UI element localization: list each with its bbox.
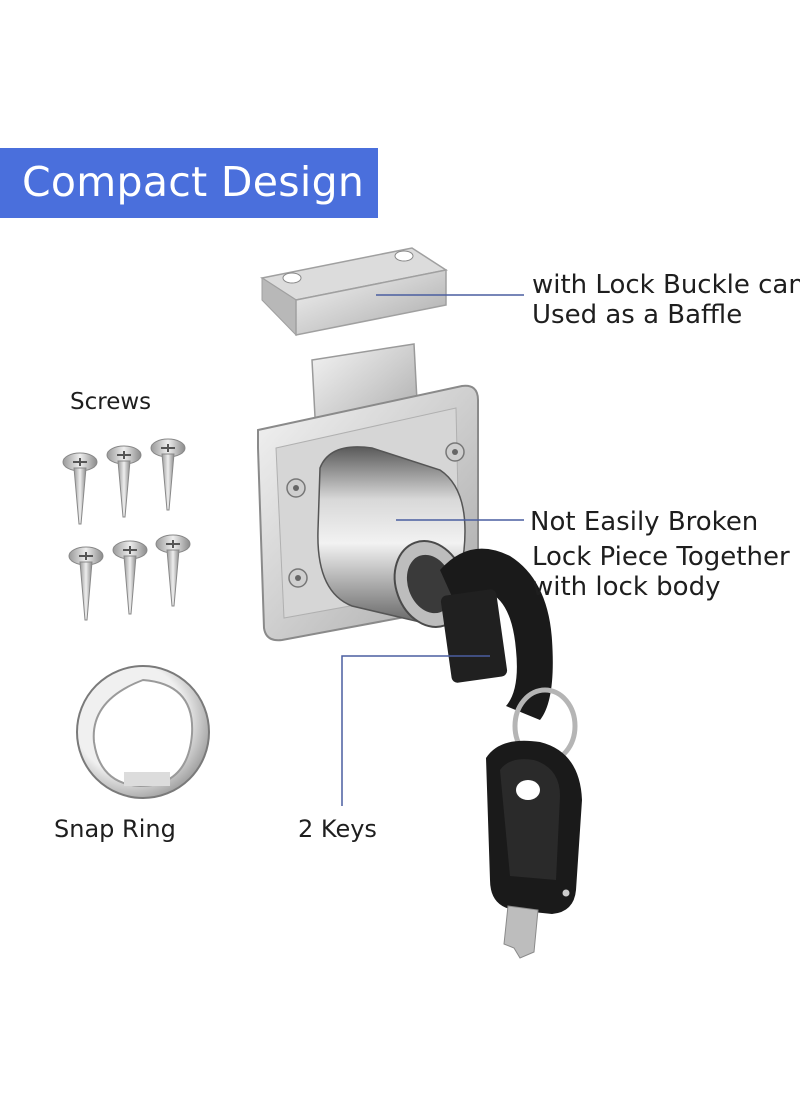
- callout-buckle-line2: Used as a Baffle: [532, 300, 743, 330]
- title-banner: Compact Design: [0, 148, 378, 218]
- snap-ring-illustration: [76, 665, 210, 799]
- callout-buckle-line1: with Lock Buckle can: [532, 270, 800, 300]
- callout-broken-line2: Lock Piece Together: [532, 542, 790, 572]
- screws-illustration: [62, 438, 191, 621]
- lock-buckle-plate: [260, 247, 448, 337]
- banner-title: Compact Design: [22, 158, 365, 206]
- callout-keys: 2 Keys: [298, 815, 377, 843]
- leader-keys: [341, 655, 490, 806]
- callout-broken-line3: with lock body: [532, 572, 721, 602]
- callout-snap-ring: Snap Ring: [54, 815, 176, 843]
- leader-lines: [341, 294, 524, 806]
- keys-illustration: [440, 548, 582, 959]
- callout-broken-line1: Not Easily Broken: [530, 507, 759, 537]
- callout-screws: Screws: [70, 389, 152, 415]
